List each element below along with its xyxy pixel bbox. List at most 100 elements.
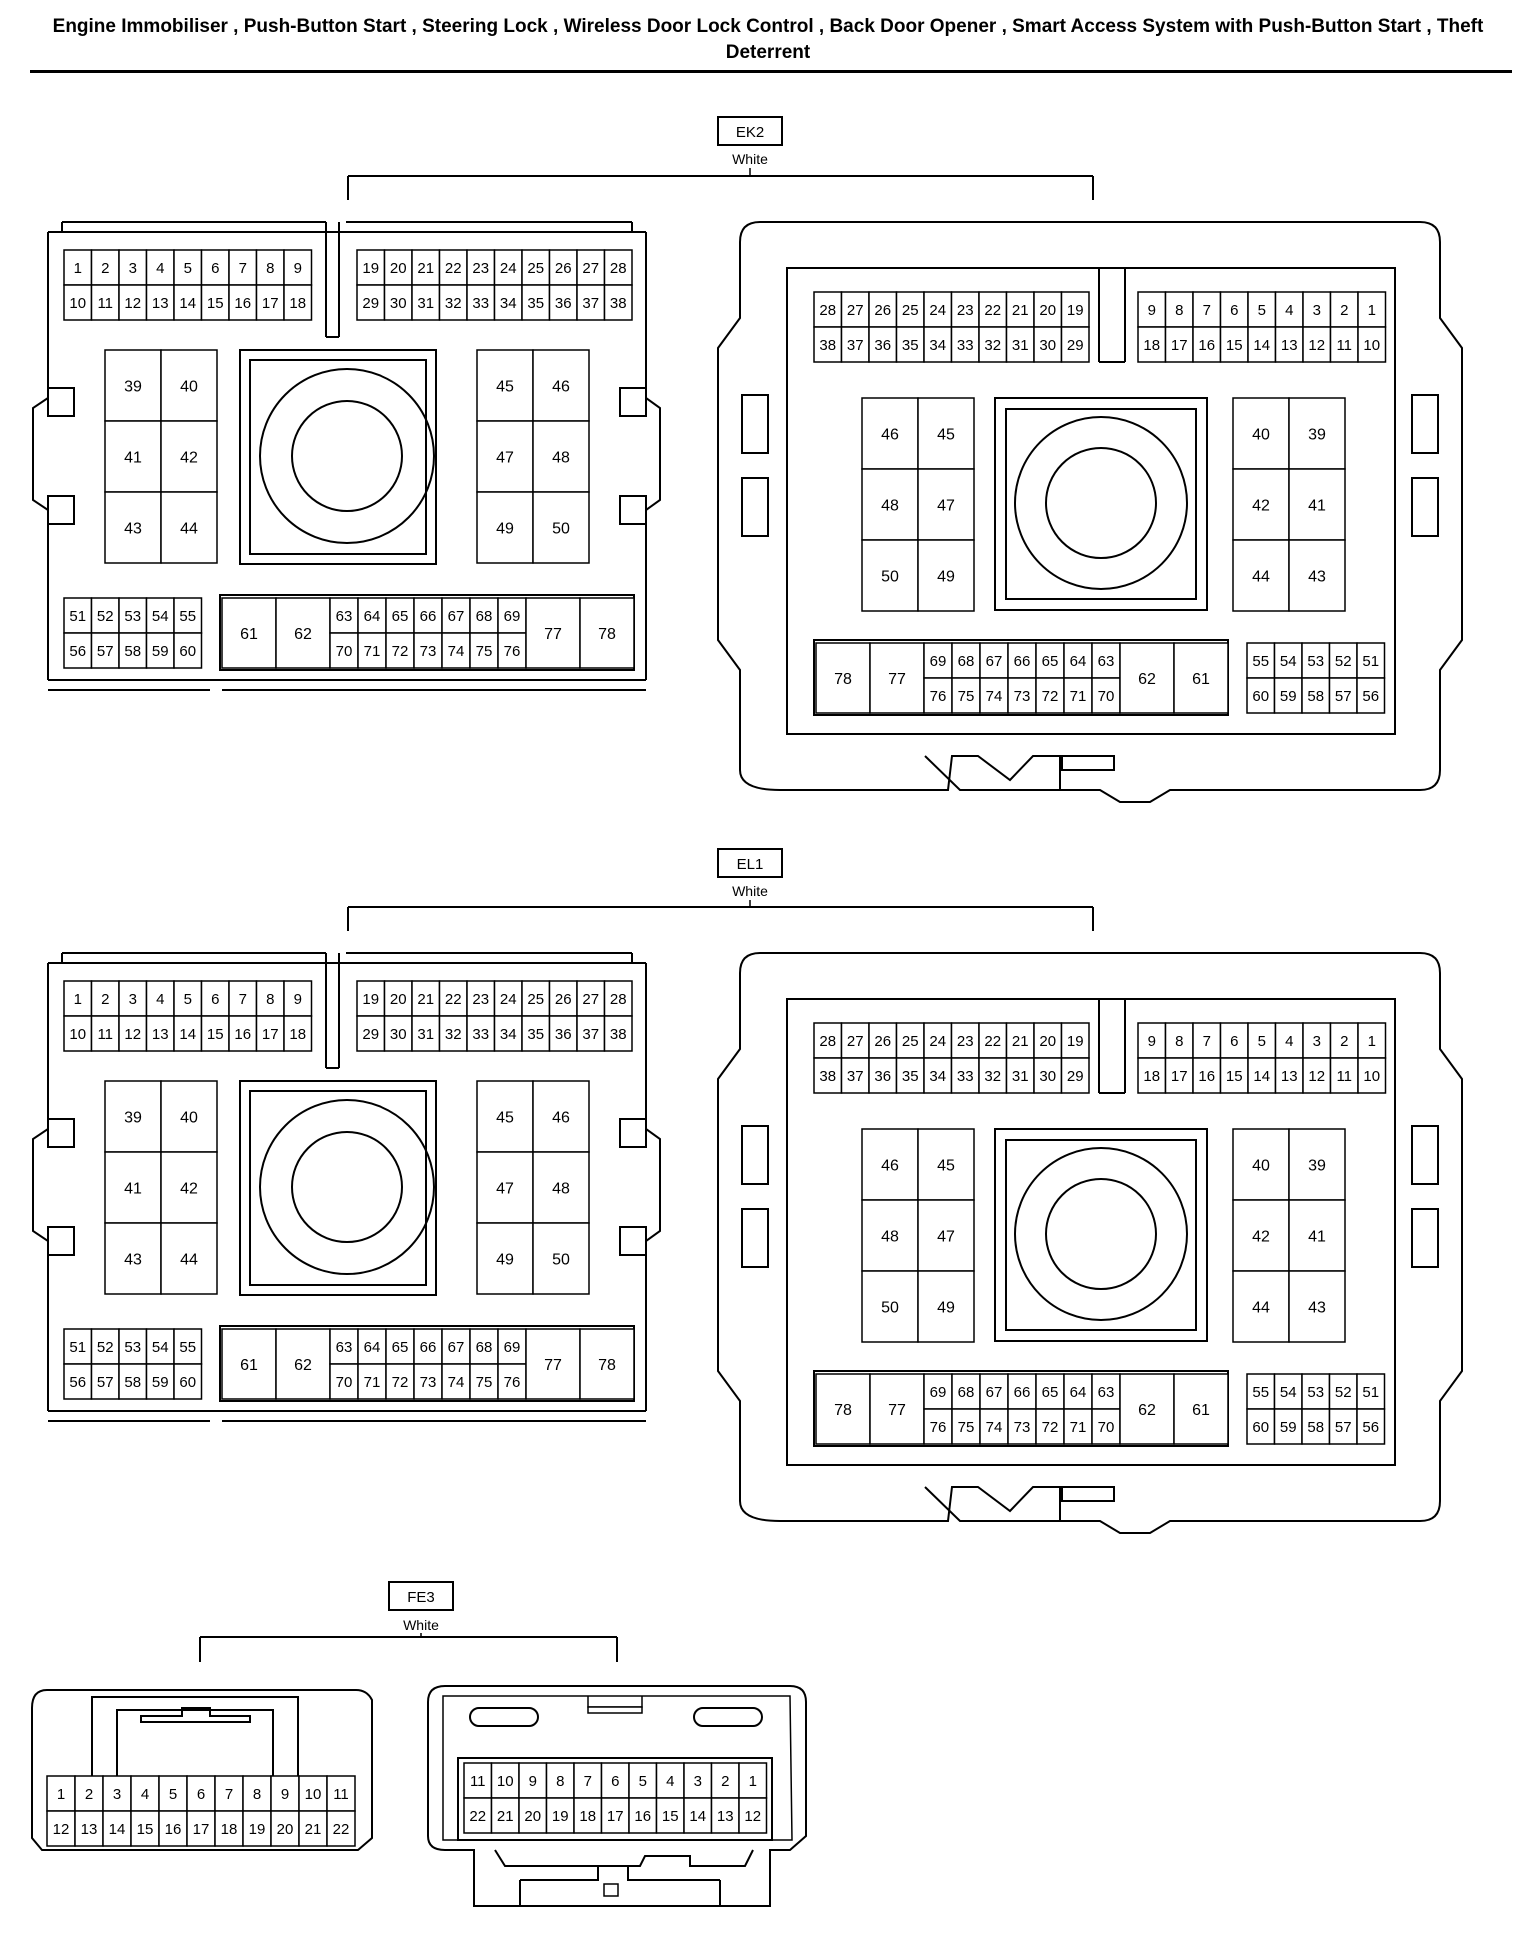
terminal-cell: 18	[1137, 326, 1167, 363]
terminal-cell: 36	[548, 284, 578, 321]
terminal-number: 13	[81, 1821, 98, 1838]
terminal-number: 47	[496, 1180, 514, 1197]
terminal-box	[357, 1363, 387, 1400]
terminal-number: 39	[124, 1109, 142, 1126]
terminal-box	[545, 1797, 575, 1834]
terminal-number: 10	[1363, 1068, 1380, 1085]
terminal-box	[917, 397, 975, 470]
terminal-cell: 6	[600, 1762, 630, 1799]
terminal-number: 27	[847, 302, 864, 319]
terminal-cell: 11	[90, 1015, 120, 1052]
terminal-box	[521, 284, 551, 321]
terminal-number: 29	[362, 295, 379, 312]
terminal-box	[63, 632, 93, 669]
terminal-number: 74	[986, 1419, 1003, 1436]
terminal-cell: 47	[917, 468, 975, 541]
terminal-number: 60	[179, 643, 196, 660]
terminal-box	[476, 1222, 534, 1295]
terminal-box	[1301, 677, 1331, 714]
terminal-cell: 28	[603, 980, 633, 1017]
lock-ring-outer	[1014, 1147, 1188, 1321]
terminal-box	[525, 597, 581, 669]
terminal-box	[1288, 1199, 1346, 1272]
terminal-box	[576, 284, 606, 321]
terminal-cell: 72	[385, 1363, 415, 1400]
terminal-cell: 43	[104, 1222, 162, 1295]
terminal-cell: 48	[532, 420, 590, 493]
terminal-number: 54	[1280, 1384, 1297, 1401]
terminal-cell: 24	[923, 291, 953, 328]
terminal-box	[173, 284, 203, 321]
terminal-cell: 52	[1328, 1373, 1358, 1410]
terminal-cell: 58	[1301, 1408, 1331, 1445]
terminal-cell: 40	[160, 349, 218, 422]
terminal-number: 25	[902, 1033, 919, 1050]
terminal-cell: 31	[411, 284, 441, 321]
terminal-number: 44	[180, 520, 198, 537]
terminal-box	[532, 420, 590, 493]
terminal-box	[493, 284, 523, 321]
terminal-number: 18	[289, 1026, 306, 1043]
terminal-number: 47	[937, 1228, 955, 1245]
terminal-cell: 14	[1247, 1057, 1277, 1094]
terminal-number: 12	[1308, 1068, 1325, 1085]
terminal-box	[1273, 677, 1303, 714]
terminal-cell: 64	[357, 1328, 387, 1365]
terminal-cell: 2	[90, 249, 120, 286]
terminal-box	[186, 1775, 216, 1812]
terminal-cell: 18	[283, 284, 313, 321]
terminal-cell: 62	[1119, 1373, 1175, 1445]
terminal-number: 7	[584, 1773, 592, 1790]
terminal-box	[1301, 642, 1331, 679]
terminal-cell: 21	[298, 1810, 328, 1847]
terminal-number: 61	[240, 626, 258, 643]
terminal-box	[214, 1775, 244, 1812]
terminal-number: 40	[180, 1109, 198, 1126]
terminal-cell: 42	[1232, 468, 1290, 541]
terminal-box	[1035, 1408, 1065, 1445]
terminal-cell: 35	[521, 1015, 551, 1052]
terminal-number: 20	[1039, 1033, 1056, 1050]
terminal-cell: 9	[1137, 1022, 1167, 1059]
terminal-cell: 5	[1247, 1022, 1277, 1059]
terminal-box	[979, 642, 1009, 679]
terminal-box	[356, 980, 386, 1017]
terminal-cell: 75	[469, 1363, 499, 1400]
terminal-box	[923, 677, 953, 714]
terminal-number: 21	[497, 1808, 514, 1825]
terminal-cell: 33	[950, 1057, 980, 1094]
terminal-number: 3	[129, 260, 137, 277]
terminal-number: 69	[504, 608, 521, 625]
terminal-cell: 53	[118, 1328, 148, 1365]
terminal-cell: 14	[1247, 326, 1277, 363]
terminal-number: 5	[184, 991, 192, 1008]
terminal-number: 16	[1198, 337, 1215, 354]
terminal-box	[104, 491, 162, 564]
terminal-number: 58	[1307, 688, 1324, 705]
terminal-number: 44	[180, 1251, 198, 1268]
terminal-cell: 46	[532, 349, 590, 422]
terminal-cell: 77	[869, 642, 925, 714]
terminal-box	[738, 1762, 768, 1799]
terminal-cell: 25	[521, 980, 551, 1017]
terminal-cell: 28	[813, 1022, 843, 1059]
terminal-cell: 51	[63, 1328, 93, 1365]
terminal-cell: 18	[214, 1810, 244, 1847]
terminal-number: 65	[392, 1339, 409, 1356]
terminal-number: 6	[611, 1773, 619, 1790]
terminal-number: 13	[1281, 1068, 1298, 1085]
terminal-cell: 26	[548, 249, 578, 286]
terminal-cell: 14	[173, 284, 203, 321]
terminal-cell: 62	[275, 1328, 331, 1400]
terminal-cell: 33	[950, 326, 980, 363]
terminal-cell: 19	[242, 1810, 272, 1847]
terminal-cell: 24	[923, 1022, 953, 1059]
terminal-cell: 6	[186, 1775, 216, 1812]
terminal-cell: 45	[917, 397, 975, 470]
terminal-cell: 34	[493, 284, 523, 321]
terminal-cell: 16	[228, 284, 258, 321]
terminal-number: 69	[930, 653, 947, 670]
terminal-cell: 71	[1063, 677, 1093, 714]
terminal-box	[1060, 1022, 1090, 1059]
